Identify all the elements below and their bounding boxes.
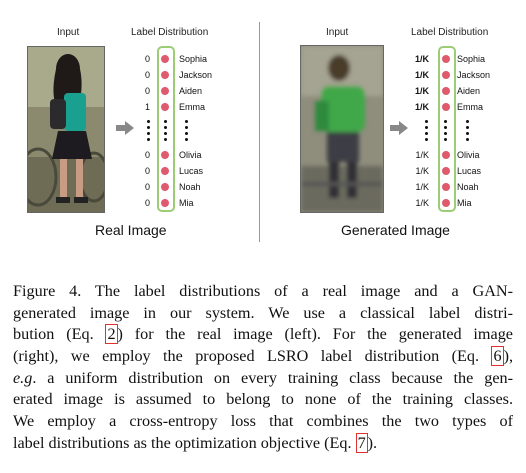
class-name: Mia [457,198,472,208]
label-value: 1/K [414,102,429,112]
equation-ref-link[interactable]: 6 [491,346,504,367]
left-label-highlight-box [157,46,175,212]
label-value: 0 [144,86,150,96]
real-image-photo [27,46,105,213]
class-dot-icon [161,55,169,63]
left-input-label: Input [57,27,80,38]
caption-line: erated image is assumed to belong to non… [13,390,513,409]
label-value: 1/K [414,54,429,64]
class-name: Aiden [179,86,203,96]
label-value: 0 [144,54,150,64]
label-value: 1 [144,102,150,112]
right-input-label: Input [326,27,349,38]
label-value: 1/K [415,166,429,176]
label-value: 0 [144,198,150,208]
class-name: Sophia [457,54,486,64]
label-value: 1/K [415,150,429,160]
label-value: 1/K [414,86,429,96]
ellipsis-icon [164,120,168,144]
caption-line: e.g. a uniform distribution on every tra… [13,368,513,387]
class-dot-icon [161,87,169,95]
class-name: Lucas [179,166,204,176]
class-dot-icon [442,151,450,159]
left-panel-caption: Real Image [95,222,167,238]
equation-ref-link[interactable]: 2 [105,324,118,345]
class-dot-icon [442,71,450,79]
label-value: 1/K [415,198,429,208]
class-name: Mia [179,198,194,208]
class-dot-icon [161,151,169,159]
class-dot-icon [442,199,450,207]
class-name: Noah [179,182,201,192]
caption-line: We employ a cross-entropy loss that comb… [13,412,513,431]
class-name: Lucas [457,166,482,176]
left-dist-label: Label Distribution [131,27,209,38]
class-name: Aiden [457,86,481,96]
class-name: Jackson [179,70,213,80]
class-name: Olivia [179,150,202,160]
label-value: 0 [144,70,150,80]
label-value: 0 [144,150,150,160]
caption-line: Figure 4. The label distributions of a r… [13,282,513,300]
class-name: Noah [457,182,479,192]
class-dot-icon [442,167,450,175]
figure-caption: Figure 4. The label distributions of a r… [13,281,513,455]
right-arrow-icon [390,121,408,135]
class-dot-icon [161,103,169,111]
label-value: 0 [144,166,150,176]
class-dot-icon [161,199,169,207]
ellipsis-icon [425,120,429,144]
class-name: Sophia [179,54,208,64]
label-value: 1/K [415,182,429,192]
right-panel-caption: Generated Image [341,222,450,238]
class-name: Olivia [457,150,480,160]
right-dist-label: Label Distribution [411,27,489,38]
class-dot-icon [161,167,169,175]
panel-divider [259,22,260,242]
right-label-highlight-box [438,46,456,212]
caption-line: bution (Eq. 2) for the real image (left)… [13,324,513,345]
label-value: 1/K [414,70,429,80]
class-name: Jackson [457,70,491,80]
ellipsis-icon [444,120,448,144]
caption-line: label distributions as the optimization … [13,432,378,453]
left-arrow-icon [116,121,134,135]
equation-ref-link[interactable]: 7 [355,432,368,453]
ellipsis-icon [185,120,189,144]
class-dot-icon [161,71,169,79]
class-dot-icon [442,183,450,191]
italic-text: e.g [13,368,33,387]
generated-image-photo [300,45,384,213]
ellipsis-icon [147,120,151,144]
class-dot-icon [161,183,169,191]
ellipsis-icon [466,120,470,144]
class-dot-icon [442,87,450,95]
class-name: Emma [179,102,206,112]
class-dot-icon [442,55,450,63]
class-name: Emma [457,102,484,112]
caption-line: generated image in our system. We use a … [13,303,513,322]
label-value: 0 [144,182,150,192]
caption-line: (right), we employ the proposed LSRO lab… [13,346,513,367]
class-dot-icon [442,103,450,111]
